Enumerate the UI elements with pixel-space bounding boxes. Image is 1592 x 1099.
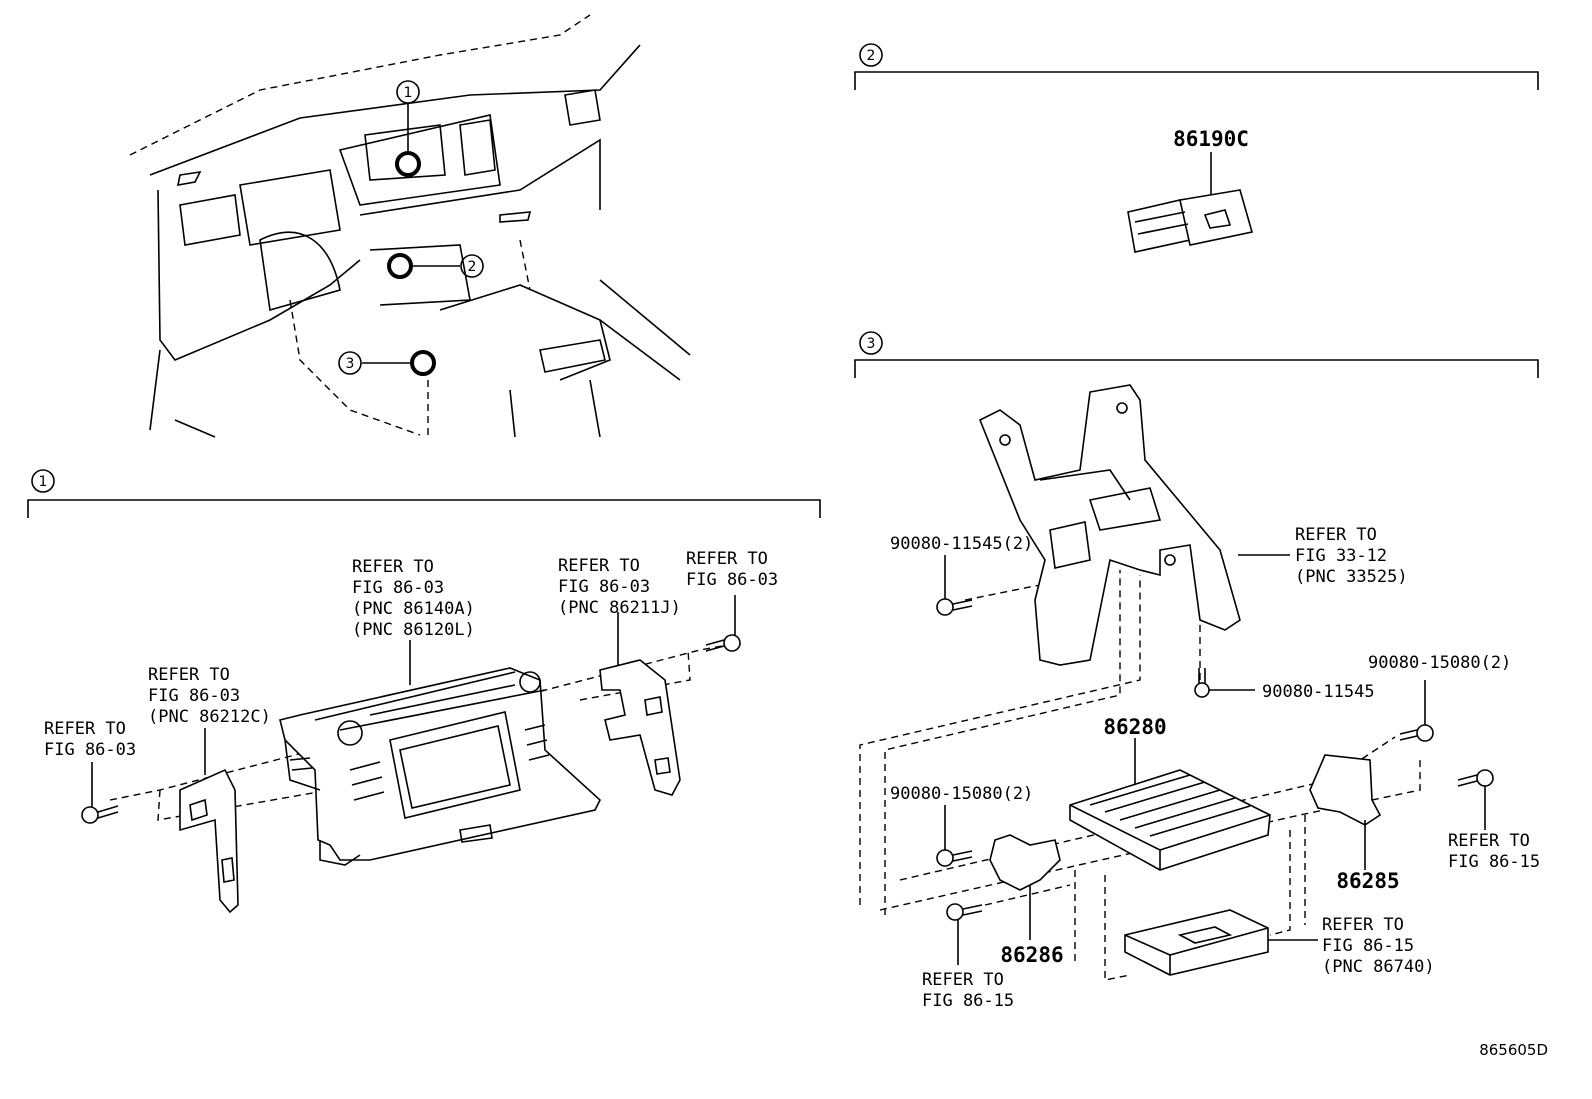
location-marker-1 <box>395 151 421 177</box>
callout-circle-3 <box>338 351 362 375</box>
callout-1-label: 1 <box>404 85 413 101</box>
left-screw <box>81 805 119 824</box>
right-screw <box>705 634 741 652</box>
bracket-ref-line2: FIG 33-12 <box>1295 546 1387 566</box>
bracket-left-ref-line3: (PNC 86212C) <box>148 707 271 727</box>
section-3-number: 3 <box>867 336 876 352</box>
module-ref-line1: REFER TO <box>1322 915 1404 935</box>
screw-bottom-fig-86-15 <box>946 903 983 921</box>
section-3: 3 <box>854 331 1539 981</box>
bracket-right-ref-line1: REFER TO <box>558 556 640 576</box>
mounting-bracket <box>978 384 1241 666</box>
screw-right-ref-line1: REFER TO <box>686 549 768 569</box>
bracket-86285 <box>1309 754 1382 826</box>
bolt-center-label: 90080-11545 <box>1262 682 1375 702</box>
section-3-labels: 90080-11545(2) REFER TO FIG 33-12 (PNC 3… <box>890 525 1540 1011</box>
bolt-90080-15080-mid-left <box>936 849 973 867</box>
bracket-left-ref-line2: FIG 86-03 <box>148 686 240 706</box>
section-1-number: 1 <box>39 474 48 490</box>
callout-2-label: 2 <box>468 259 477 275</box>
bolt-upper-left-label: 90080-11545(2) <box>890 534 1033 554</box>
right-bracket-86211J <box>599 659 681 796</box>
bracket-right-ref-line3: (PNC 86211J) <box>558 598 681 618</box>
location-marker-3 <box>410 350 436 376</box>
module-box-86740 <box>1124 909 1269 976</box>
bolt-mid-left-label: 90080-15080(2) <box>890 784 1033 804</box>
section-3-bracket <box>854 359 1539 378</box>
part-number-86285: 86285 <box>1336 869 1399 893</box>
screw-left-ref-line1: REFER TO <box>44 719 126 739</box>
callout-3-label: 3 <box>346 356 355 372</box>
section-3-callout <box>859 331 883 355</box>
screw-right-ref-line2: FIG 86-03 <box>686 570 778 590</box>
display-unit <box>279 667 601 866</box>
bracket-ref-line1: REFER TO <box>1295 525 1377 545</box>
switch-86190C <box>1127 189 1254 253</box>
callout-circle-2 <box>460 254 484 278</box>
bracket-86286 <box>989 834 1061 891</box>
location-marker-2 <box>387 253 413 279</box>
section-2-number: 2 <box>867 48 876 64</box>
part-number-86190C: 86190C <box>1173 127 1249 151</box>
part-number-86280: 86280 <box>1103 715 1166 739</box>
bracket-ref-line3: (PNC 33525) <box>1295 567 1408 587</box>
display-ref-line3: (PNC 86140A) <box>352 599 475 619</box>
screw-bottom-ref-line1: REFER TO <box>922 970 1004 990</box>
display-ref-line1: REFER TO <box>352 557 434 577</box>
screw-bottom-ref-line2: FIG 86-15 <box>922 991 1014 1011</box>
section-1: 1 <box>27 469 821 914</box>
display-ref-line4: (PNC 86120L) <box>352 620 475 640</box>
bracket-left-ref-line1: REFER TO <box>148 665 230 685</box>
callout-circle-1 <box>396 80 420 104</box>
bolt-90080-15080-upper-right <box>1399 724 1434 742</box>
screw-right-fig-86-15 <box>1457 769 1494 787</box>
section-1-callout <box>31 469 55 493</box>
display-ref-line2: FIG 86-03 <box>352 578 444 598</box>
bolt-90080-11545-center <box>1194 668 1210 698</box>
section-2: 2 86190C <box>854 43 1539 253</box>
amplifier-86280 <box>1069 769 1271 871</box>
section-2-callout <box>859 43 883 67</box>
module-ref-line2: FIG 86-15 <box>1322 936 1414 956</box>
module-ref-line3: (PNC 86740) <box>1322 957 1435 977</box>
part-number-86286: 86286 <box>1000 943 1063 967</box>
figure-code: 865605D <box>1479 1041 1548 1059</box>
screw-right-ref-line2: FIG 86-15 <box>1448 852 1540 872</box>
bolt-upper-right-label: 90080-15080(2) <box>1368 653 1511 673</box>
bolt-90080-11545-upper <box>936 598 973 616</box>
section-1-bracket <box>27 499 821 518</box>
screw-right-ref-line1: REFER TO <box>1448 831 1530 851</box>
section-1-labels: REFER TO FIG 86-03 REFER TO FIG 86-03 (P… <box>44 549 778 760</box>
section-2-bracket <box>854 71 1539 90</box>
screw-left-ref-line2: FIG 86-03 <box>44 740 136 760</box>
bracket-right-ref-line2: FIG 86-03 <box>558 577 650 597</box>
dashboard-overview: 1 2 3 <box>129 14 691 438</box>
left-bracket-86212C <box>179 768 239 914</box>
